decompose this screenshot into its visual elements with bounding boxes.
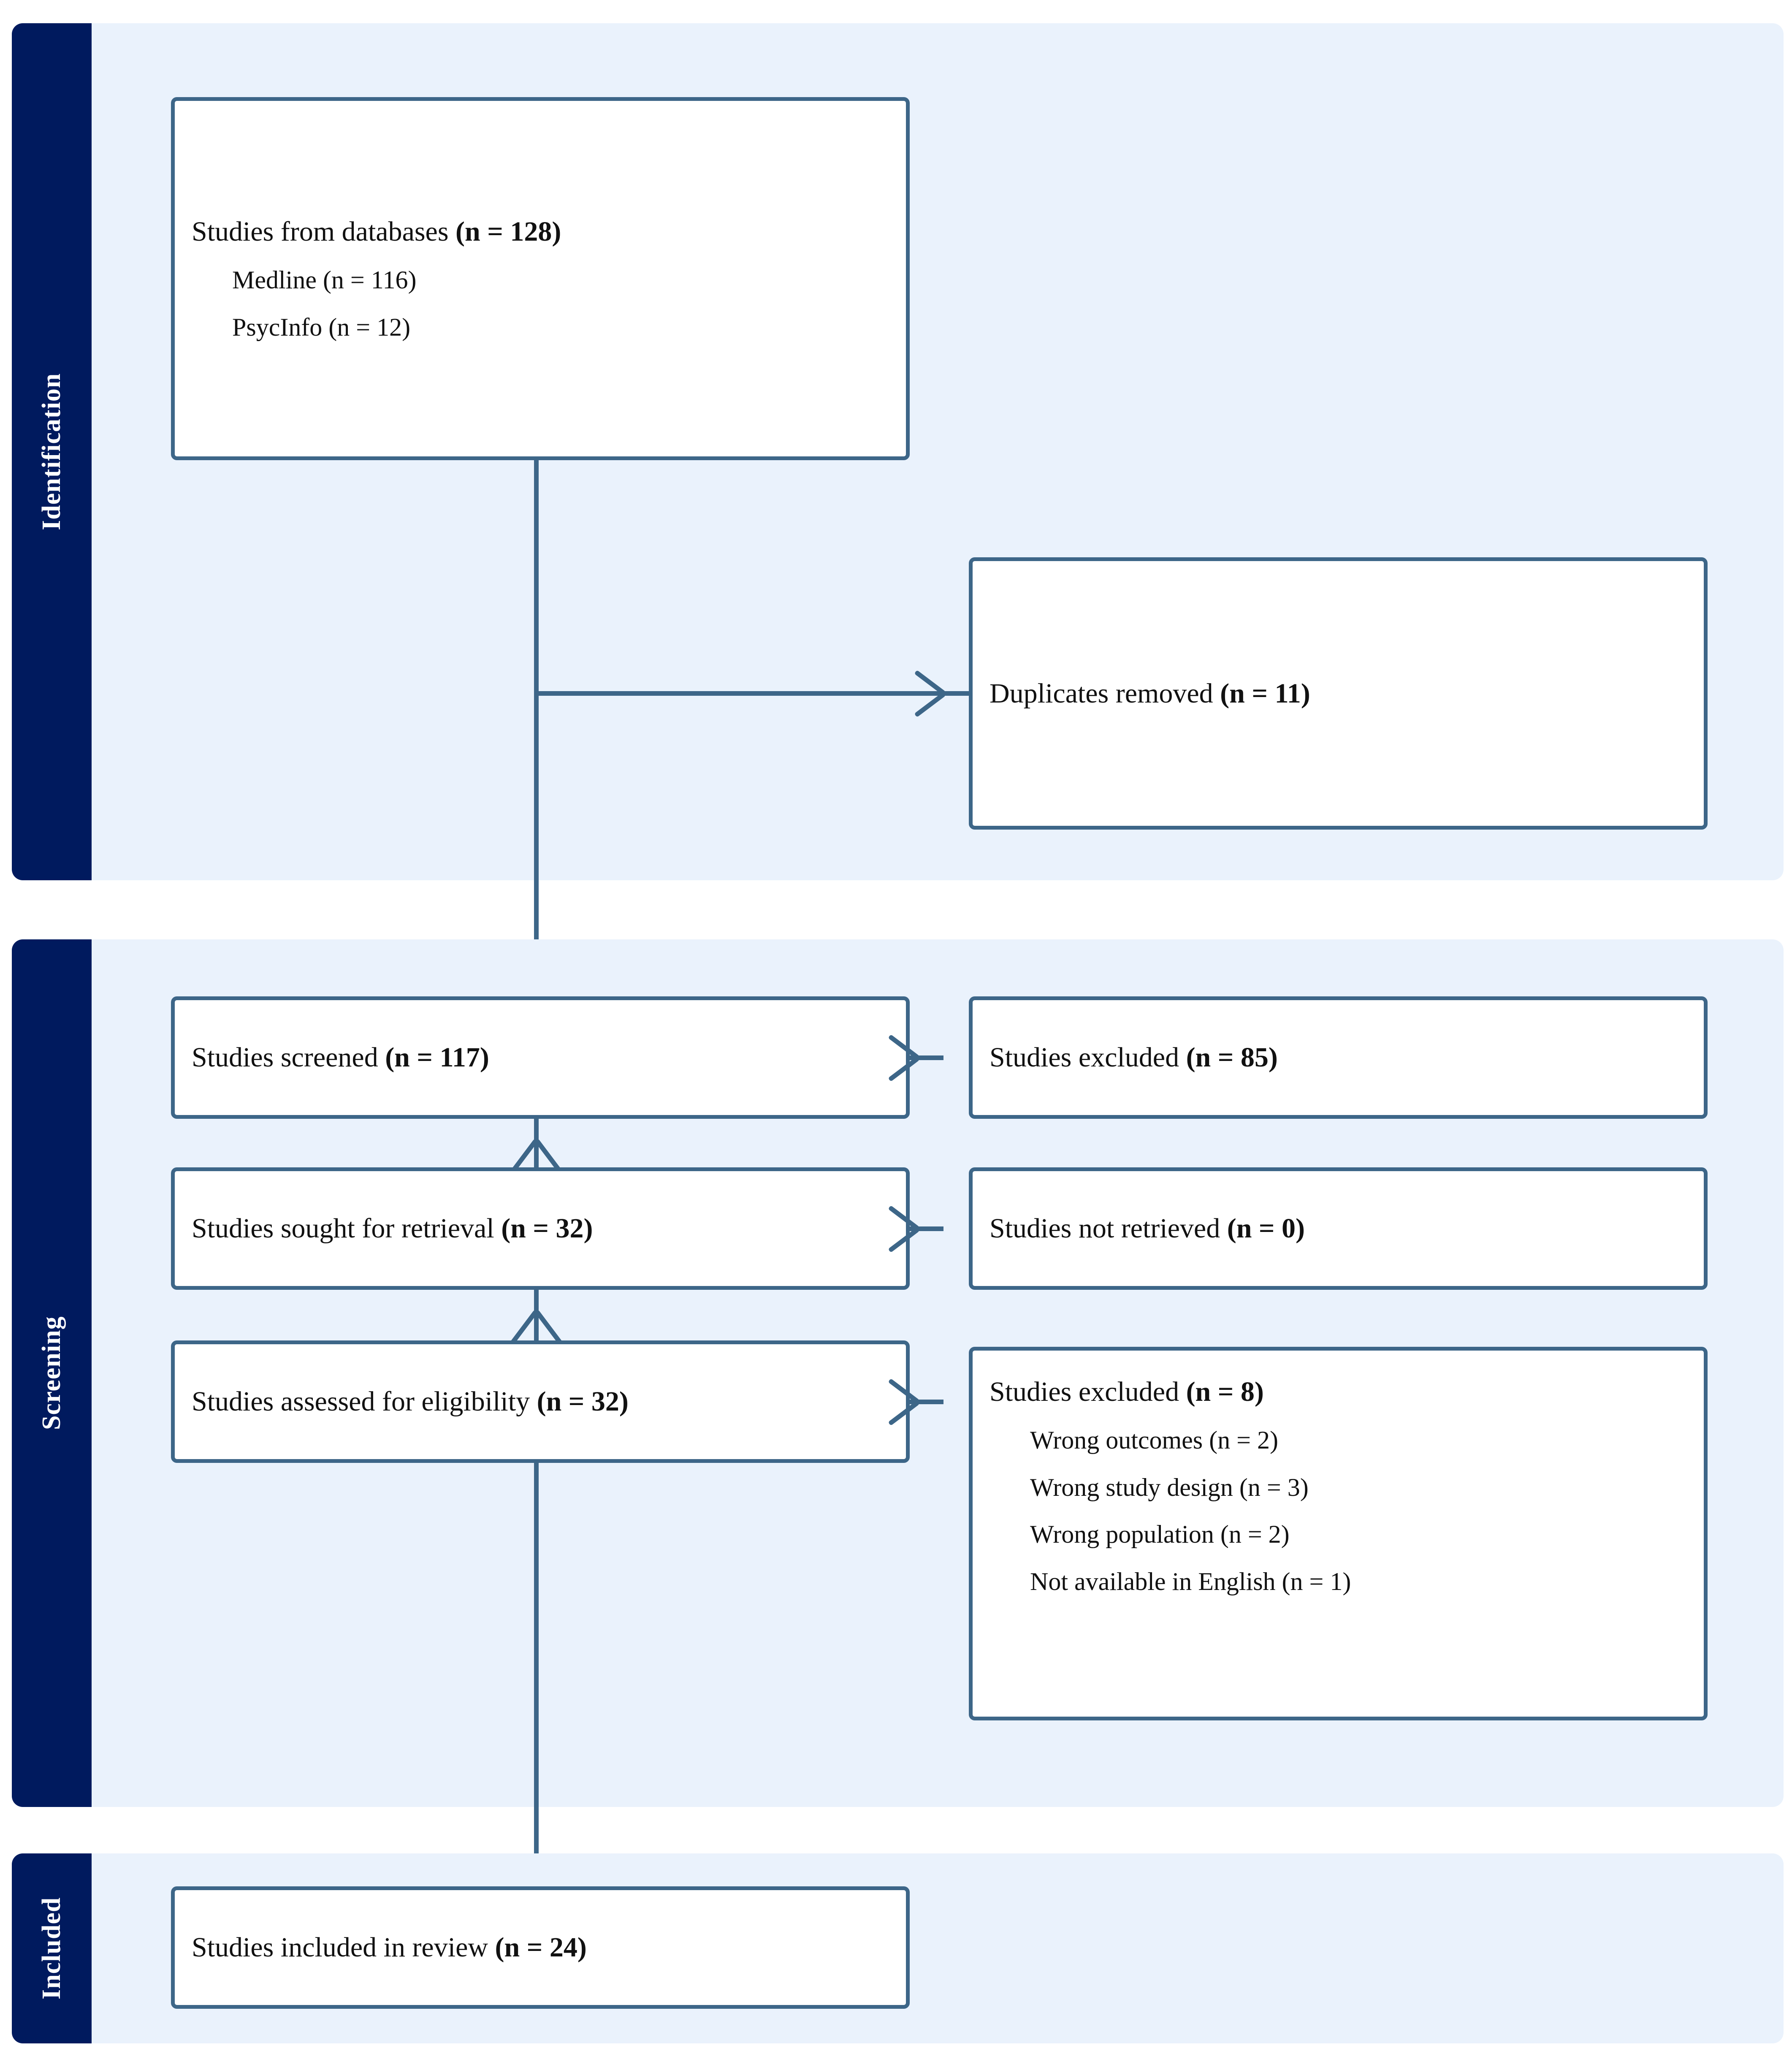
box-studies-excluded-eligibility: Studies excluded (n = 8) Wrong outcomes … [969, 1347, 1708, 1720]
box-title-assessed: Studies assessed for eligibility (n = 32… [192, 1384, 889, 1419]
box-studies-included-in-review: Studies included in review (n = 24) [171, 1886, 910, 2009]
box-duplicates-removed: Duplicates removed (n = 11) [969, 557, 1708, 830]
exclusion-reason-wrong-study-design: Wrong study design (n = 3) [1030, 1473, 1309, 1501]
included-title-count: (n = 24) [495, 1932, 587, 1963]
connector-screened-to-excluded [910, 1055, 943, 1060]
connector-assessed-to-excluded [910, 1400, 943, 1404]
phase-tab-screening [12, 939, 92, 1807]
not-retrieved-title-text: Studies not retrieved [990, 1213, 1227, 1244]
box-studies-excluded-screening: Studies excluded (n = 85) [969, 996, 1708, 1119]
excluded-screen-title-text: Studies excluded [990, 1042, 1186, 1073]
phase-label-included: Included [37, 1897, 66, 2000]
sought-title-count: (n = 32) [501, 1213, 593, 1244]
assessed-title-text: Studies assessed for eligibility [192, 1386, 537, 1417]
connector-to-duplicates [534, 691, 971, 696]
excluded-elig-title-count: (n = 8) [1186, 1376, 1264, 1407]
box-studies-sought-for-retrieval: Studies sought for retrieval (n = 32) [171, 1167, 910, 1290]
excluded-screen-title-count: (n = 85) [1186, 1042, 1278, 1073]
box-title-excluded-eligibility: Studies excluded (n = 8) [990, 1374, 1687, 1409]
databases-title-count: (n = 128) [455, 216, 561, 247]
box-title-not-retrieved: Studies not retrieved (n = 0) [990, 1211, 1687, 1246]
phase-label-identification: Identification [37, 373, 66, 531]
duplicates-title-count: (n = 11) [1220, 678, 1310, 709]
included-title-text: Studies included in review [192, 1932, 495, 1963]
box-title-screened: Studies screened (n = 117) [192, 1040, 889, 1075]
phase-label-screening: Screening [37, 1316, 66, 1430]
exclusion-reason-wrong-outcomes: Wrong outcomes (n = 2) [1030, 1426, 1278, 1454]
databases-source-medline: Medline (n = 116) [232, 266, 417, 294]
phase-tab-identification [12, 23, 92, 880]
connector-spine-to-included [534, 1463, 539, 1887]
screened-title-text: Studies screened [192, 1042, 385, 1073]
box-title-sought: Studies sought for retrieval (n = 32) [192, 1211, 889, 1246]
box-studies-from-databases: Studies from databases (n = 128) Medline… [171, 97, 910, 460]
connector-sought-to-not-retrieved [910, 1226, 943, 1231]
duplicates-title-text: Duplicates removed [990, 678, 1220, 709]
exclusion-reason-not-available-in-english: Not available in English (n = 1) [1030, 1567, 1351, 1595]
phase-tab-included [12, 1853, 92, 2043]
exclusion-reason-wrong-population: Wrong population (n = 2) [1030, 1520, 1290, 1549]
connector-spine-identification [534, 460, 539, 977]
databases-title-text: Studies from databases [192, 216, 456, 247]
box-title-included: Studies included in review (n = 24) [192, 1930, 889, 1965]
databases-source-psycinfo: PsycInfo (n = 12) [232, 313, 411, 341]
box-title-duplicates: Duplicates removed (n = 11) [990, 676, 1687, 711]
sought-title-text: Studies sought for retrieval [192, 1213, 502, 1244]
box-title-databases: Studies from databases (n = 128) [192, 214, 889, 249]
box-studies-not-retrieved: Studies not retrieved (n = 0) [969, 1167, 1708, 1290]
assessed-title-count: (n = 32) [537, 1386, 629, 1417]
connector-screened-to-sought [534, 1119, 539, 1174]
box-studies-assessed-for-eligibility: Studies assessed for eligibility (n = 32… [171, 1340, 910, 1463]
screened-title-count: (n = 117) [385, 1042, 489, 1073]
excluded-elig-title-text: Studies excluded [990, 1376, 1186, 1407]
box-studies-screened: Studies screened (n = 117) [171, 996, 910, 1119]
connector-sought-to-assessed [534, 1290, 539, 1345]
not-retrieved-title-count: (n = 0) [1227, 1213, 1305, 1244]
box-title-excluded-screening: Studies excluded (n = 85) [990, 1040, 1687, 1075]
